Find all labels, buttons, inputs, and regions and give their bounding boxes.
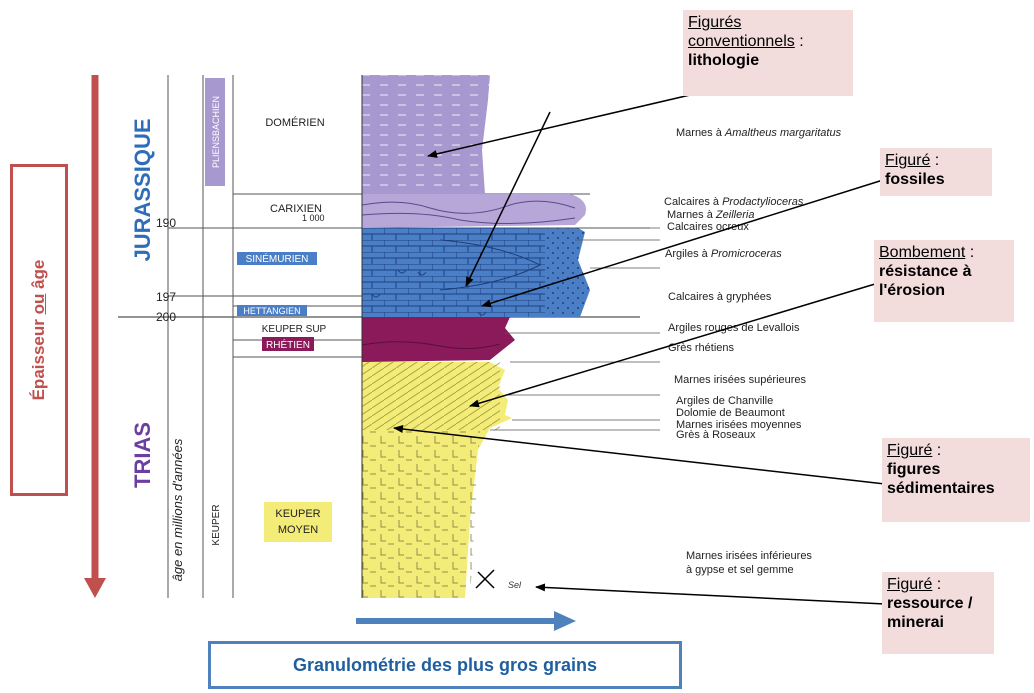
stage-carixien: CARIXIEN <box>270 203 322 215</box>
arrow-ressource <box>535 583 886 605</box>
stratum-label: Argiles rouges de Levallois <box>668 322 800 334</box>
stratum-label: Grès rhétiens <box>668 342 735 354</box>
arrow-figures <box>393 425 886 485</box>
age-axis-label: âge en millions d'années <box>170 438 185 581</box>
annotation-ressource: Figuré : ressource / minerai <box>882 572 994 654</box>
sel-label: Sel <box>508 580 522 590</box>
stratum-label: Marnes irisées inférieures <box>686 550 812 562</box>
stage-pliensbachien: PLIENSBACHIEN <box>211 96 221 168</box>
stratum-label: Calcaires à Prodactylioceras <box>664 196 804 208</box>
age-190: 190 <box>156 216 176 230</box>
granulometry-label: Granulométrie des plus gros grains <box>292 655 598 675</box>
stratum-label: à gypse et sel gemme <box>686 564 794 576</box>
stratum-label: Marnes irisées moyennes <box>676 419 802 431</box>
stage-domerien: DOMÉRIEN <box>265 116 324 129</box>
age-200: 200 <box>156 310 176 324</box>
annotation-figures: Figuré : figures sédimentaires <box>882 438 1030 522</box>
annotation-bombement: Bombement : résistance à l'érosion <box>874 240 1014 322</box>
stage-sinemurien: SINÉMURIEN <box>246 252 309 265</box>
annotation-lithologie: Figurés conventionnels : lithologie <box>683 10 853 96</box>
stratum-label: Argiles de Chanville <box>676 395 773 407</box>
arrow-lithologie <box>427 87 721 158</box>
stage-rhetien: RHÉTIEN <box>266 338 310 351</box>
period-jurassique: JURASSIQUE <box>130 118 155 261</box>
stage-keuper-sup: KEUPER SUP <box>262 324 327 335</box>
stage-keuper: KEUPER <box>211 504 222 545</box>
period-trias: TRIAS <box>130 422 155 488</box>
pickaxe-icon <box>475 569 495 589</box>
stratum-label: Marnes irisées supérieures <box>674 374 807 386</box>
stratum-label: Dolomie de Beaumont <box>676 407 785 419</box>
annotation-fossiles: Figuré : fossiles <box>880 148 992 196</box>
stratum-label: Argiles à Promicroceras <box>665 248 782 260</box>
arrow-bombement <box>469 283 876 408</box>
carixien-layer <box>362 194 586 228</box>
stratum-label: Calcaires à gryphées <box>668 291 772 303</box>
thickness-arrow-head <box>84 578 106 598</box>
granulometry-label-box: Granulométrie des plus gros grains <box>208 641 682 689</box>
depth-1000: 1 000 <box>302 213 325 223</box>
stage-keuper-moyen-1: KEUPER <box>275 508 320 520</box>
stratum-label: Calcaires ocreux <box>667 221 749 233</box>
stratum-label: Grès à Roseaux <box>676 429 756 441</box>
stage-keuper-moyen-2: MOYEN <box>278 524 318 536</box>
arrow-fossiles <box>481 179 884 308</box>
stage-hettangien: HETTANGIEN <box>243 306 300 316</box>
thickness-age-label: Épaisseur ou âge <box>29 259 48 401</box>
thickness-age-box: Épaisseur ou âge <box>10 164 68 496</box>
age-197: 197 <box>156 290 176 304</box>
stratum-label: Marnes à Zeilleria <box>667 209 754 221</box>
rhetien-layer <box>362 317 515 362</box>
stratum-label: Marnes à Amaltheus margaritatus <box>676 127 842 139</box>
granulometry-arrow-head <box>554 611 576 631</box>
arrow-lithologie-2 <box>465 111 551 287</box>
